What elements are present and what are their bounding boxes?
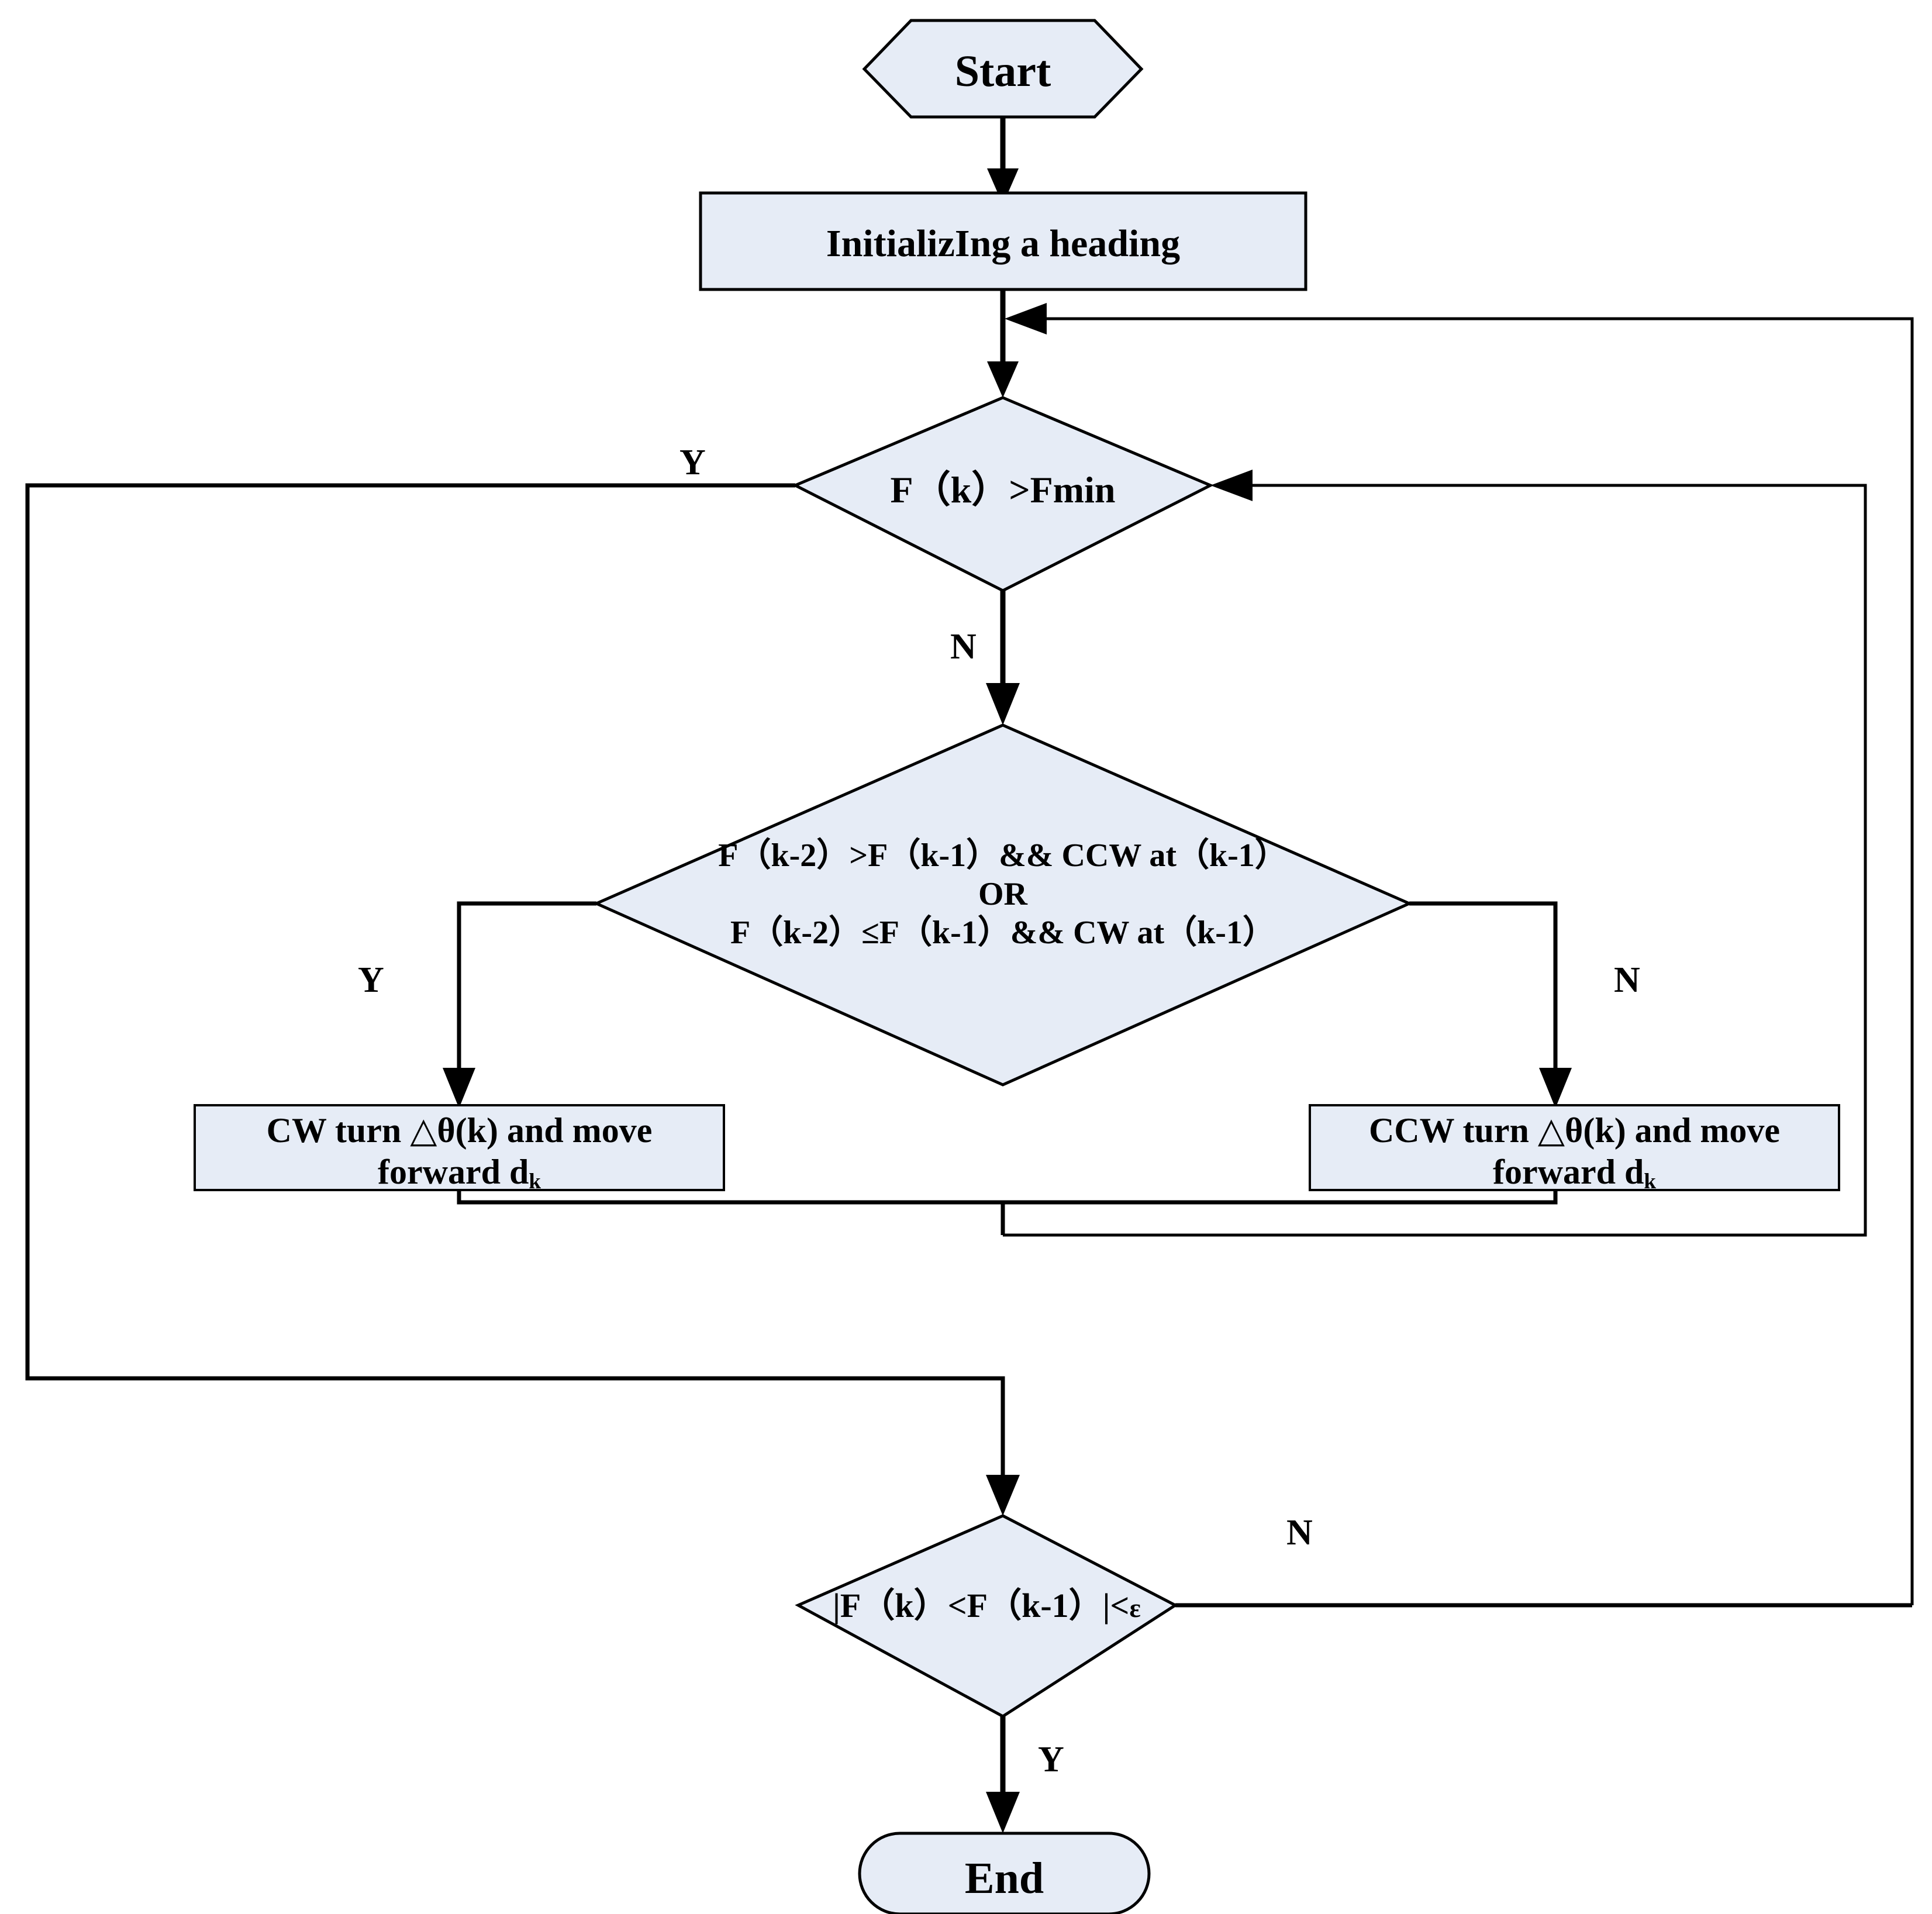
edge-eps-yes [986,1716,1020,1833]
edge-dir-no [1409,901,1572,1108]
edge-fmin-yes [25,483,1020,1516]
node-decision-fmin [792,396,1214,592]
node-start [862,19,1144,119]
edge-label-eps-no: N [1286,1513,1313,1553]
edge-label-dir-no: N [1614,960,1640,1000]
edge-init-to-decision-fmin [987,289,1019,398]
edge-label-fmin-no: N [950,627,977,667]
edge-dir-yes [443,901,596,1108]
edge-label-fmin-yes: Y [679,443,706,482]
edge-label-eps-yes: Y [1038,1740,1064,1779]
edge-loop-to-fmin-right [1003,470,1867,1237]
node-end [858,1832,1151,1914]
node-cw-turn [194,1104,725,1191]
edge-start-to-init [987,117,1019,205]
node-decision-epsilon [795,1514,1178,1718]
edge-fmin-no [986,591,1020,725]
node-decision-direction [592,723,1413,1087]
node-init [699,191,1307,291]
edge-turns-merge [457,1190,1558,1235]
edge-return-to-fmin-top [1005,303,1914,1605]
node-ccw-turn [1309,1104,1840,1191]
edge-label-dir-yes: Y [358,960,384,1000]
